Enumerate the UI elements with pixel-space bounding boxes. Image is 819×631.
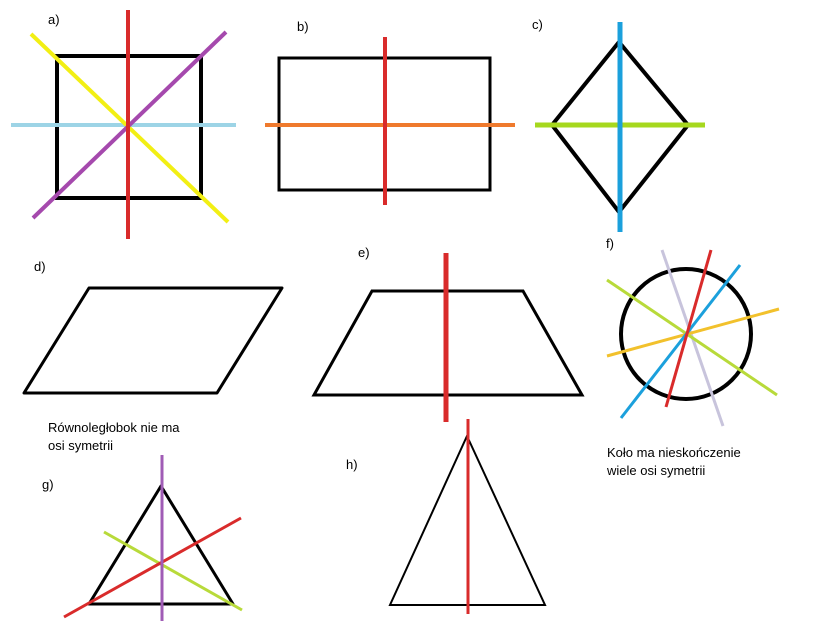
note-line: Koło ma nieskończenie (607, 445, 741, 460)
circle-note: Koło ma nieskończenie wiele osi symetrii (607, 444, 741, 480)
label-d: d) (34, 259, 46, 274)
note-line: Równoległobok nie ma (48, 420, 180, 435)
label-c: c) (532, 17, 543, 32)
figure-b-rectangle (265, 37, 515, 205)
figure-d-parallelogram (22, 286, 284, 395)
parallelogram-outline (22, 286, 284, 395)
axis-gold (606, 307, 780, 358)
figure-c-rhombus (535, 22, 705, 232)
figure-a-square (11, 10, 236, 239)
trapezoid-outline (311, 289, 585, 397)
axis-cyan (619, 264, 742, 419)
figure-g-equilateral-triangle (63, 455, 243, 621)
axis-red (63, 516, 242, 619)
figure-h-isosceles-triangle (388, 419, 547, 614)
axis-red (664, 249, 713, 408)
figure-e-trapezoid (311, 253, 585, 422)
axis-yellow-green (103, 530, 243, 612)
label-b: b) (297, 19, 309, 34)
figure-f-circle (606, 249, 780, 427)
parallelogram-note: Równoległobok nie ma osi symetrii (48, 419, 180, 455)
note-line: osi symetrii (48, 438, 114, 453)
label-a: a) (48, 12, 60, 27)
circle-outline (619, 267, 753, 401)
axis-yellow-green (606, 278, 778, 397)
label-h: h) (346, 457, 358, 472)
label-f: f) (606, 236, 614, 251)
label-e: e) (358, 245, 370, 260)
label-g: g) (42, 477, 54, 492)
note-line: wiele osi symetrii (607, 463, 706, 478)
